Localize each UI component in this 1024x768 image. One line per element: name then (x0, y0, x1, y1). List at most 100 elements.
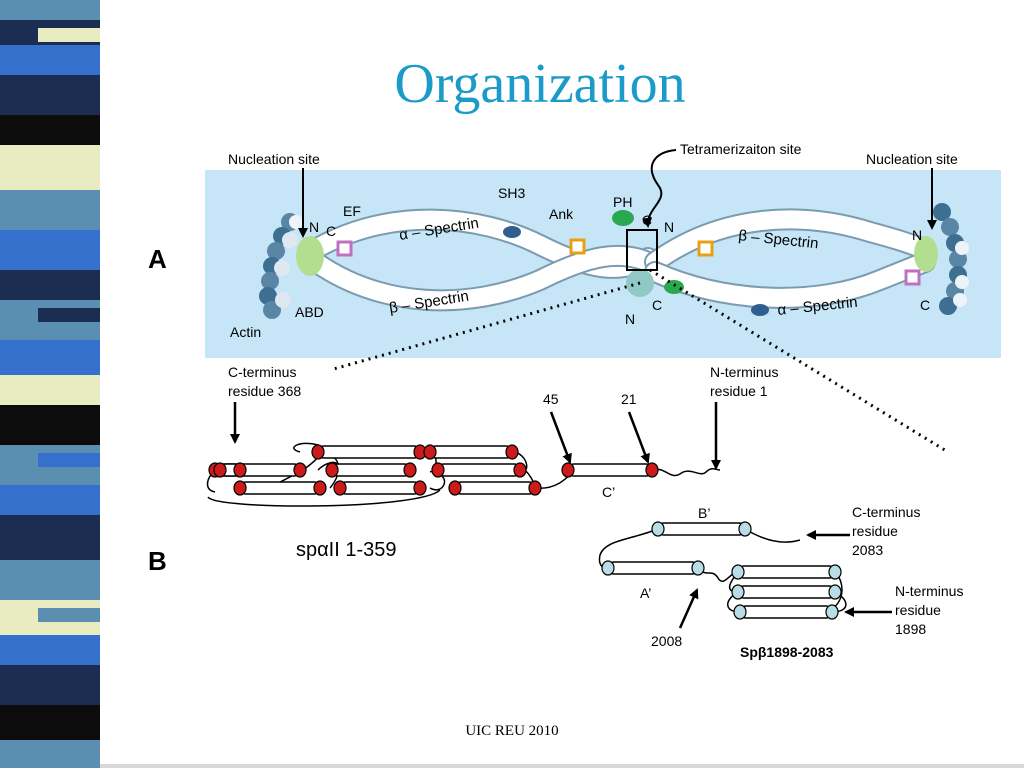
helix-cylinder (239, 481, 321, 495)
ef-domain-right (904, 269, 921, 286)
c-right-label: C (920, 297, 930, 313)
helix-b-label: B’ (698, 505, 710, 521)
helix-end-cap (731, 584, 745, 600)
helix-end-cap (691, 560, 705, 576)
panel-b-label: B (148, 546, 167, 576)
tetramerization-label: Tetramerizaiton site (680, 141, 802, 157)
helix-cylinder (331, 463, 411, 477)
c-terminus-1-residue: residue 368 (228, 383, 301, 399)
helix-end-cap (423, 444, 437, 460)
helix-cylinder (739, 605, 833, 619)
residue-2008-label: 2008 (651, 633, 682, 649)
abd-domain-right (914, 236, 938, 272)
construct-beta-label: Spβ1898-2083 (740, 644, 834, 660)
sh3-domain-right (751, 304, 769, 316)
actin-label: Actin (230, 324, 261, 340)
sh3-domain-left (503, 226, 521, 238)
residue-21-label: 21 (621, 391, 637, 407)
helix-end-cap (325, 462, 339, 478)
helix-end-cap (311, 444, 325, 460)
abd-label: ABD (295, 304, 324, 320)
helix-end-cap (213, 462, 227, 478)
c-terminus-2-number: 2083 (852, 542, 883, 558)
helix-end-cap (528, 480, 542, 496)
n-left-label: N (309, 219, 319, 235)
helix-cylinder (454, 481, 536, 495)
c-terminus-2-residue: residue (852, 523, 898, 539)
helix-end-cap (645, 462, 659, 478)
residue-21-arrow (627, 411, 650, 464)
helix-cylinder (737, 585, 836, 599)
helix-end-cap (738, 521, 752, 537)
helix-end-cap (651, 521, 665, 537)
helix-cylinder (657, 522, 746, 536)
helix-cylinder (437, 463, 521, 477)
helix-cylinder (429, 445, 513, 459)
helix-end-cap (731, 564, 745, 580)
helix-end-cap (403, 462, 417, 478)
ph-domain-bottom (664, 280, 684, 294)
c-left-label: C (326, 223, 336, 239)
helix-cylinder (737, 565, 836, 579)
helix-end-cap (333, 480, 347, 496)
actin-right-cluster (933, 203, 969, 315)
helix-end-cap (233, 480, 247, 496)
helix-end-cap (448, 480, 462, 496)
helix-cylinder (567, 463, 653, 477)
helix-c-label: C’ (602, 484, 615, 500)
residue-45-label: 45 (543, 391, 559, 407)
helix-group (208, 444, 842, 620)
n-terminus-1-label: N-terminus (710, 364, 778, 380)
ank-domain-left (569, 238, 586, 255)
ef-label: EF (343, 203, 361, 219)
tetramerization-arrow (642, 149, 677, 228)
ank-label: Ank (549, 206, 574, 222)
slide-title: Organization (394, 53, 686, 115)
slide-footer: UIC REU 2010 (465, 723, 559, 739)
ank-domain-right (697, 240, 714, 257)
n-terminus-2-number: 1898 (895, 621, 926, 637)
residue-2008-arrow (678, 588, 699, 629)
n-right-label: N (912, 227, 922, 243)
helix-end-cap (293, 462, 307, 478)
helix-end-cap (233, 462, 247, 478)
helix-end-cap (561, 462, 575, 478)
helix-end-cap (828, 584, 842, 600)
nucleation-right-label: Nucleation site (866, 151, 958, 167)
n-terminus-1-residue: residue 1 (710, 383, 768, 399)
helix-end-cap (601, 560, 615, 576)
c-mid-label: C (642, 212, 652, 228)
helix-end-cap (505, 444, 519, 460)
spectrin-strands (299, 208, 936, 312)
decorative-stripe-bar (0, 0, 100, 768)
helix-end-cap (513, 462, 527, 478)
helix-cylinder (607, 561, 699, 575)
n-mid-bottom-label: N (625, 311, 635, 327)
ph-label: PH (613, 194, 632, 210)
n-mid-top-label: N (664, 219, 674, 235)
helix-cylinder (339, 481, 421, 495)
residue-45-arrow (549, 411, 572, 464)
tetramerization-box (626, 229, 658, 271)
nucleation-left-label: Nucleation site (228, 151, 320, 167)
helix-end-cap (431, 462, 445, 478)
construct-alpha-label: spαII 1-359 (296, 539, 397, 561)
panel-a-label: A (148, 244, 167, 274)
bottom-shadow (100, 764, 1024, 768)
helix-end-cap (313, 480, 327, 496)
helix-end-cap (828, 564, 842, 580)
sh3-label: SH3 (498, 185, 525, 201)
c-terminus-2-label: C-terminus (852, 504, 920, 520)
helix-end-cap (733, 604, 747, 620)
n-terminus-2-residue: residue (895, 602, 941, 618)
abd-domain-left (296, 236, 324, 276)
ef-domain-left (336, 240, 353, 257)
beta-construct-loops (598, 528, 847, 613)
c-mid-bottom-label: C (652, 297, 662, 313)
c-terminus-1-label: C-terminus (228, 364, 296, 380)
actin-left-cluster (259, 213, 303, 319)
ph-domain-top (612, 210, 634, 226)
n-terminus-2-label: N-terminus (895, 583, 963, 599)
helix-cylinder (317, 445, 421, 459)
